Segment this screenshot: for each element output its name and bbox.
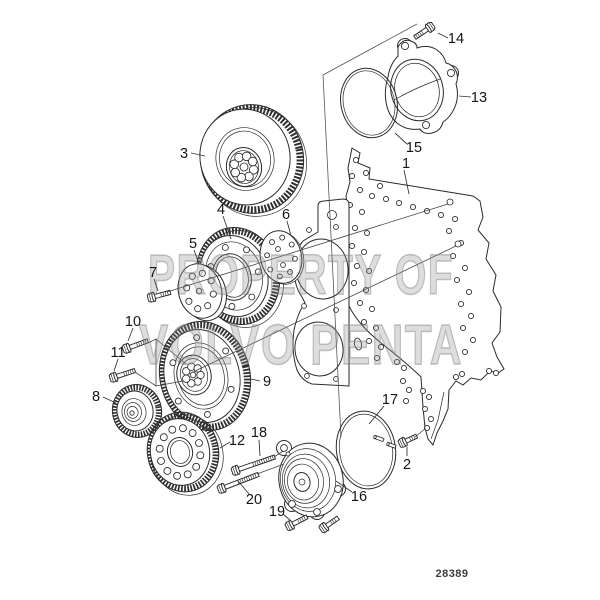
callout-leaders <box>102 32 472 522</box>
crankshaft-gear <box>146 411 224 496</box>
projection-lines <box>322 23 418 438</box>
callout-19: 19 <box>269 504 285 520</box>
watermark-line-1: PROPERTY OF <box>148 243 454 307</box>
callout-5: 5 <box>189 236 197 252</box>
callout-6: 6 <box>282 207 290 223</box>
o-ring-15 <box>340 67 398 139</box>
adapter-flange <box>177 263 227 322</box>
callout-13: 13 <box>471 90 487 106</box>
camshaft-cover <box>384 38 459 134</box>
alignment-lines <box>134 198 462 475</box>
callout-3: 3 <box>180 146 188 162</box>
callout-labels: 1 2 3 4 5 6 7 8 9 10 11 12 13 14 15 16 1… <box>92 31 487 520</box>
idler-gear-small <box>111 384 163 438</box>
callout-9: 9 <box>263 374 271 390</box>
callout-12: 12 <box>229 433 245 449</box>
fastener-bolts <box>108 21 436 534</box>
watermark-line-2: VOLVO PENTA <box>139 313 463 377</box>
timing-cover-plate <box>342 147 505 447</box>
callout-4: 4 <box>217 202 225 218</box>
callout-17: 17 <box>382 392 398 408</box>
callout-20: 20 <box>246 492 262 508</box>
shim-plate <box>259 230 305 285</box>
callout-15: 15 <box>406 140 422 156</box>
callout-2: 2 <box>403 457 411 473</box>
callout-7: 7 <box>149 265 157 281</box>
flywheel <box>199 104 307 217</box>
watermark: PROPERTY OF VOLVO PENTA <box>138 242 463 378</box>
callout-14: 14 <box>448 31 464 47</box>
callout-11: 11 <box>110 345 125 361</box>
callout-10: 10 <box>125 314 141 330</box>
seal-cover <box>276 440 346 520</box>
callout-16: 16 <box>351 489 367 505</box>
plate-bolt-holes <box>346 156 500 432</box>
figure-number: 28389 <box>435 568 468 580</box>
callout-8: 8 <box>92 389 100 405</box>
callout-1: 1 <box>402 156 410 172</box>
idler-gear-large <box>158 321 252 431</box>
callout-18: 18 <box>251 425 267 441</box>
